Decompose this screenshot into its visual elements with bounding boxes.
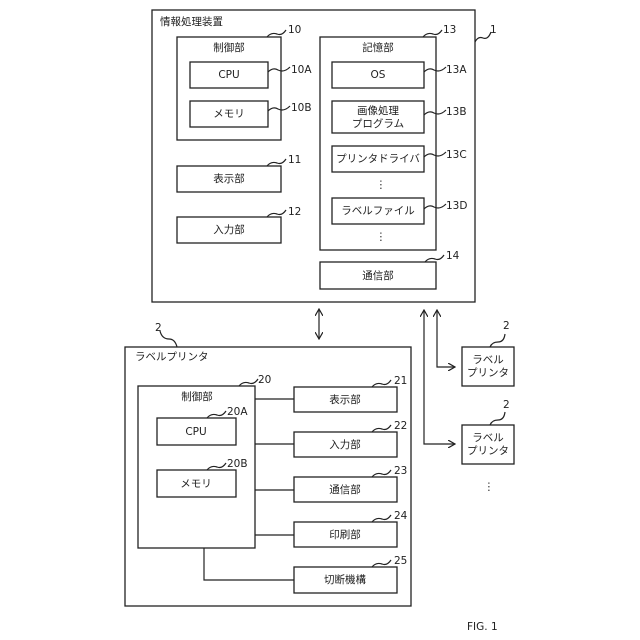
- printer-title: ラベルプリンタ: [135, 351, 209, 363]
- control-title: 制御部: [181, 390, 213, 403]
- ref-13: 13: [443, 24, 456, 36]
- control-title: 制御部: [213, 41, 245, 54]
- memory-label: メモリ: [180, 478, 212, 490]
- printer-label-line1: ラベル: [472, 354, 504, 366]
- ref-20b: 20B: [227, 458, 248, 470]
- label-printer-small: ラベル プリンタ 2: [462, 320, 514, 386]
- communication-label: 通信部: [362, 269, 394, 282]
- ellipsis: ⋮: [376, 231, 387, 243]
- image-program-line2: プログラム: [352, 117, 404, 130]
- ref-12: 12: [288, 206, 301, 218]
- ref-24: 24: [394, 510, 408, 522]
- input-label: 入力部: [213, 223, 245, 236]
- printer-control-unit: 制御部 20 CPU 20A メモリ 20B: [138, 374, 271, 548]
- ref-14: 14: [446, 250, 460, 262]
- info-processing-device: 情報処理装置 1 制御部 10 CPU 10A メモリ 10B 表示部 11 入…: [152, 10, 497, 302]
- ref-25: 25: [394, 555, 407, 567]
- ref-13c: 13C: [446, 149, 467, 161]
- label-printer: ラベルプリンタ 2 制御部 20 CPU 20A メモリ 20B 表示部 21 …: [125, 322, 411, 606]
- ref-10b: 10B: [291, 102, 312, 114]
- cutter-label: 切断機構: [324, 573, 366, 586]
- ellipsis: ⋮: [376, 179, 387, 191]
- ref-22: 22: [394, 420, 407, 432]
- os-label: OS: [371, 69, 386, 81]
- display-label: 表示部: [213, 172, 245, 185]
- ref-13d: 13D: [446, 200, 467, 212]
- printer-driver-label: プリンタドライバ: [336, 153, 420, 165]
- ref-2: 2: [503, 320, 510, 332]
- figure-label: FIG. 1: [467, 621, 498, 633]
- ref-2: 2: [503, 399, 510, 411]
- ref-1: 1: [490, 24, 497, 36]
- communication-label: 通信部: [329, 483, 361, 496]
- printer-label-line2: プリンタ: [467, 367, 509, 379]
- leader-line: [475, 32, 491, 42]
- memory-label: メモリ: [213, 108, 245, 120]
- ref-11: 11: [288, 154, 301, 166]
- ref-20: 20: [258, 374, 271, 386]
- printer-label-line2: プリンタ: [467, 445, 509, 457]
- ref-21: 21: [394, 375, 407, 387]
- ref-10a: 10A: [291, 64, 312, 76]
- storage-title: 記憶部: [362, 41, 394, 54]
- image-program-line1: 画像処理: [357, 104, 399, 117]
- device-title: 情報処理装置: [160, 15, 223, 28]
- ellipsis: ⋮: [484, 481, 495, 493]
- ref-13b: 13B: [446, 106, 467, 118]
- label-file-label: ラベルファイル: [341, 205, 415, 217]
- input-label: 入力部: [329, 438, 361, 451]
- ref-10: 10: [288, 24, 301, 36]
- ref-20a: 20A: [227, 406, 248, 418]
- printer-label-line1: ラベル: [472, 432, 504, 444]
- label-printer-small: ラベル プリンタ 2: [462, 399, 514, 464]
- connection-arrow: [424, 310, 455, 444]
- connection-arrow: [437, 310, 455, 367]
- cpu-label: CPU: [218, 69, 239, 81]
- display-label: 表示部: [329, 393, 361, 406]
- ref-13a: 13A: [446, 64, 467, 76]
- ref-2: 2: [155, 322, 162, 334]
- cpu-label: CPU: [185, 426, 206, 438]
- ref-23: 23: [394, 465, 407, 477]
- print-label: 印刷部: [329, 528, 361, 541]
